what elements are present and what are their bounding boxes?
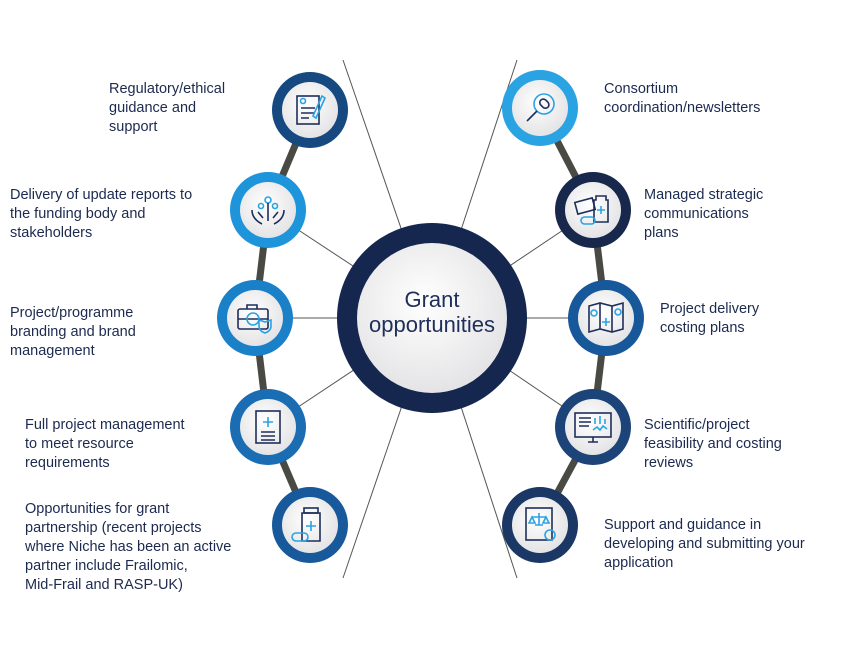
right-node-1 [502,70,578,146]
center-node [337,223,527,413]
right-node-5 [502,487,578,563]
monitor-chart-icon [574,412,612,443]
label-line: Managed strategic [644,187,764,203]
right-label-4: Scientific/project feasibility and costin… [644,416,782,473]
magnifier-pill-icon [526,93,555,122]
label-line: Scientific/project [644,417,750,433]
hands-people-icon [251,196,285,225]
label-line: Delivery of update reports to [10,187,193,203]
label-line: Support and guidance in [604,517,762,533]
document-pen-icon [296,94,327,125]
label-line: Mid-Frail and RASP-UK) [25,577,183,593]
label-line: communications [644,206,749,222]
medical-kit-shield-icon [237,304,272,334]
label-line: plans [644,225,679,241]
right-label-5: Support and guidance in developing and su… [604,516,805,573]
money-medicine-icon [573,195,609,225]
label-line: partner include Frailomic, [25,558,188,574]
right-label-1: Consortium coordination/newsletters [604,80,760,118]
left-label-3: Project/programme branding and brand manag… [10,304,136,361]
left-node-1 [272,72,348,148]
label-line: requirements [25,455,110,471]
center-title: Grant opportunities [369,287,495,337]
label-line: Project delivery [660,301,760,317]
label-line: Regulatory/ethical [109,81,226,97]
label-line: developing and submitting your [604,536,805,552]
label-line: Opportunities for grant [25,501,170,517]
label-line: management [10,343,95,359]
label-line: stakeholders [10,225,93,241]
label-line: support [109,119,158,135]
label-line: Consortium [604,81,679,97]
label-line: where Niche has been an active [25,539,232,555]
right-node-4 [555,389,631,465]
label-line: coordination/newsletters [604,100,761,116]
medicine-bottle-icon [291,507,321,542]
left-label-2: Delivery of update reports to the funding… [10,186,192,243]
label-line: feasibility and costing [644,436,782,452]
left-label-1: Regulatory/ethical guidance and support [109,80,225,137]
brochure-icon [588,301,624,334]
right-node-3 [568,280,644,356]
label-line: the funding body and [10,206,146,222]
left-node-3 [217,280,293,356]
left-label-5: Opportunities for grant partnership (rece… [25,500,231,595]
left-label-4: Full project management to meet resource r… [25,416,185,473]
left-node-4 [230,389,306,465]
label-line: application [604,555,674,571]
label-line: costing plans [660,320,745,336]
label-line: branding and brand [10,324,136,340]
right-label-3: Project delivery costing plans [660,300,759,338]
label-line: Project/programme [10,305,134,321]
left-node-5 [272,487,348,563]
medical-report-icon [255,410,281,444]
left-node-2 [230,172,306,248]
label-line: guidance and [109,100,197,116]
label-line: Full project management [25,417,185,433]
right-node-2 [555,172,631,248]
label-line: partnership (recent projects [25,520,202,536]
label-line: reviews [644,455,694,471]
label-line: to meet resource [25,436,134,452]
right-label-2: Managed strategic communications plans [644,186,763,243]
certificate-scale-icon [525,507,556,541]
